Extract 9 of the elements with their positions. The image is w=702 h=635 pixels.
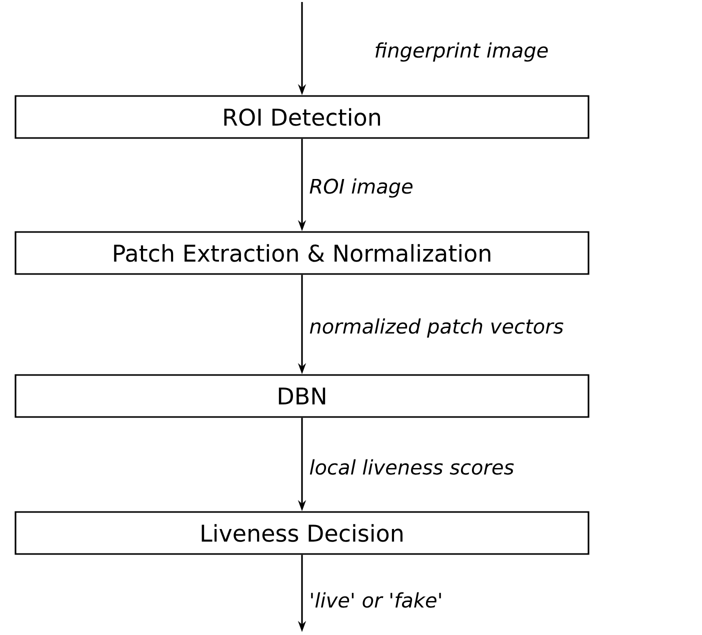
edge-label: normalized patch vectors: [310, 318, 564, 338]
edge-label: fingerprint image: [376, 42, 548, 62]
edge-label: 'live' or 'fake': [311, 592, 441, 608]
process-box: Patch Extraction & Normalization: [14, 231, 590, 275]
edge-label: local liveness scores: [310, 459, 514, 475]
process-box: DBN: [14, 374, 590, 418]
process-box: Liveness Decision: [14, 511, 590, 555]
edge-label: ROI image: [310, 178, 412, 198]
process-box: ROI Detection: [14, 95, 590, 139]
